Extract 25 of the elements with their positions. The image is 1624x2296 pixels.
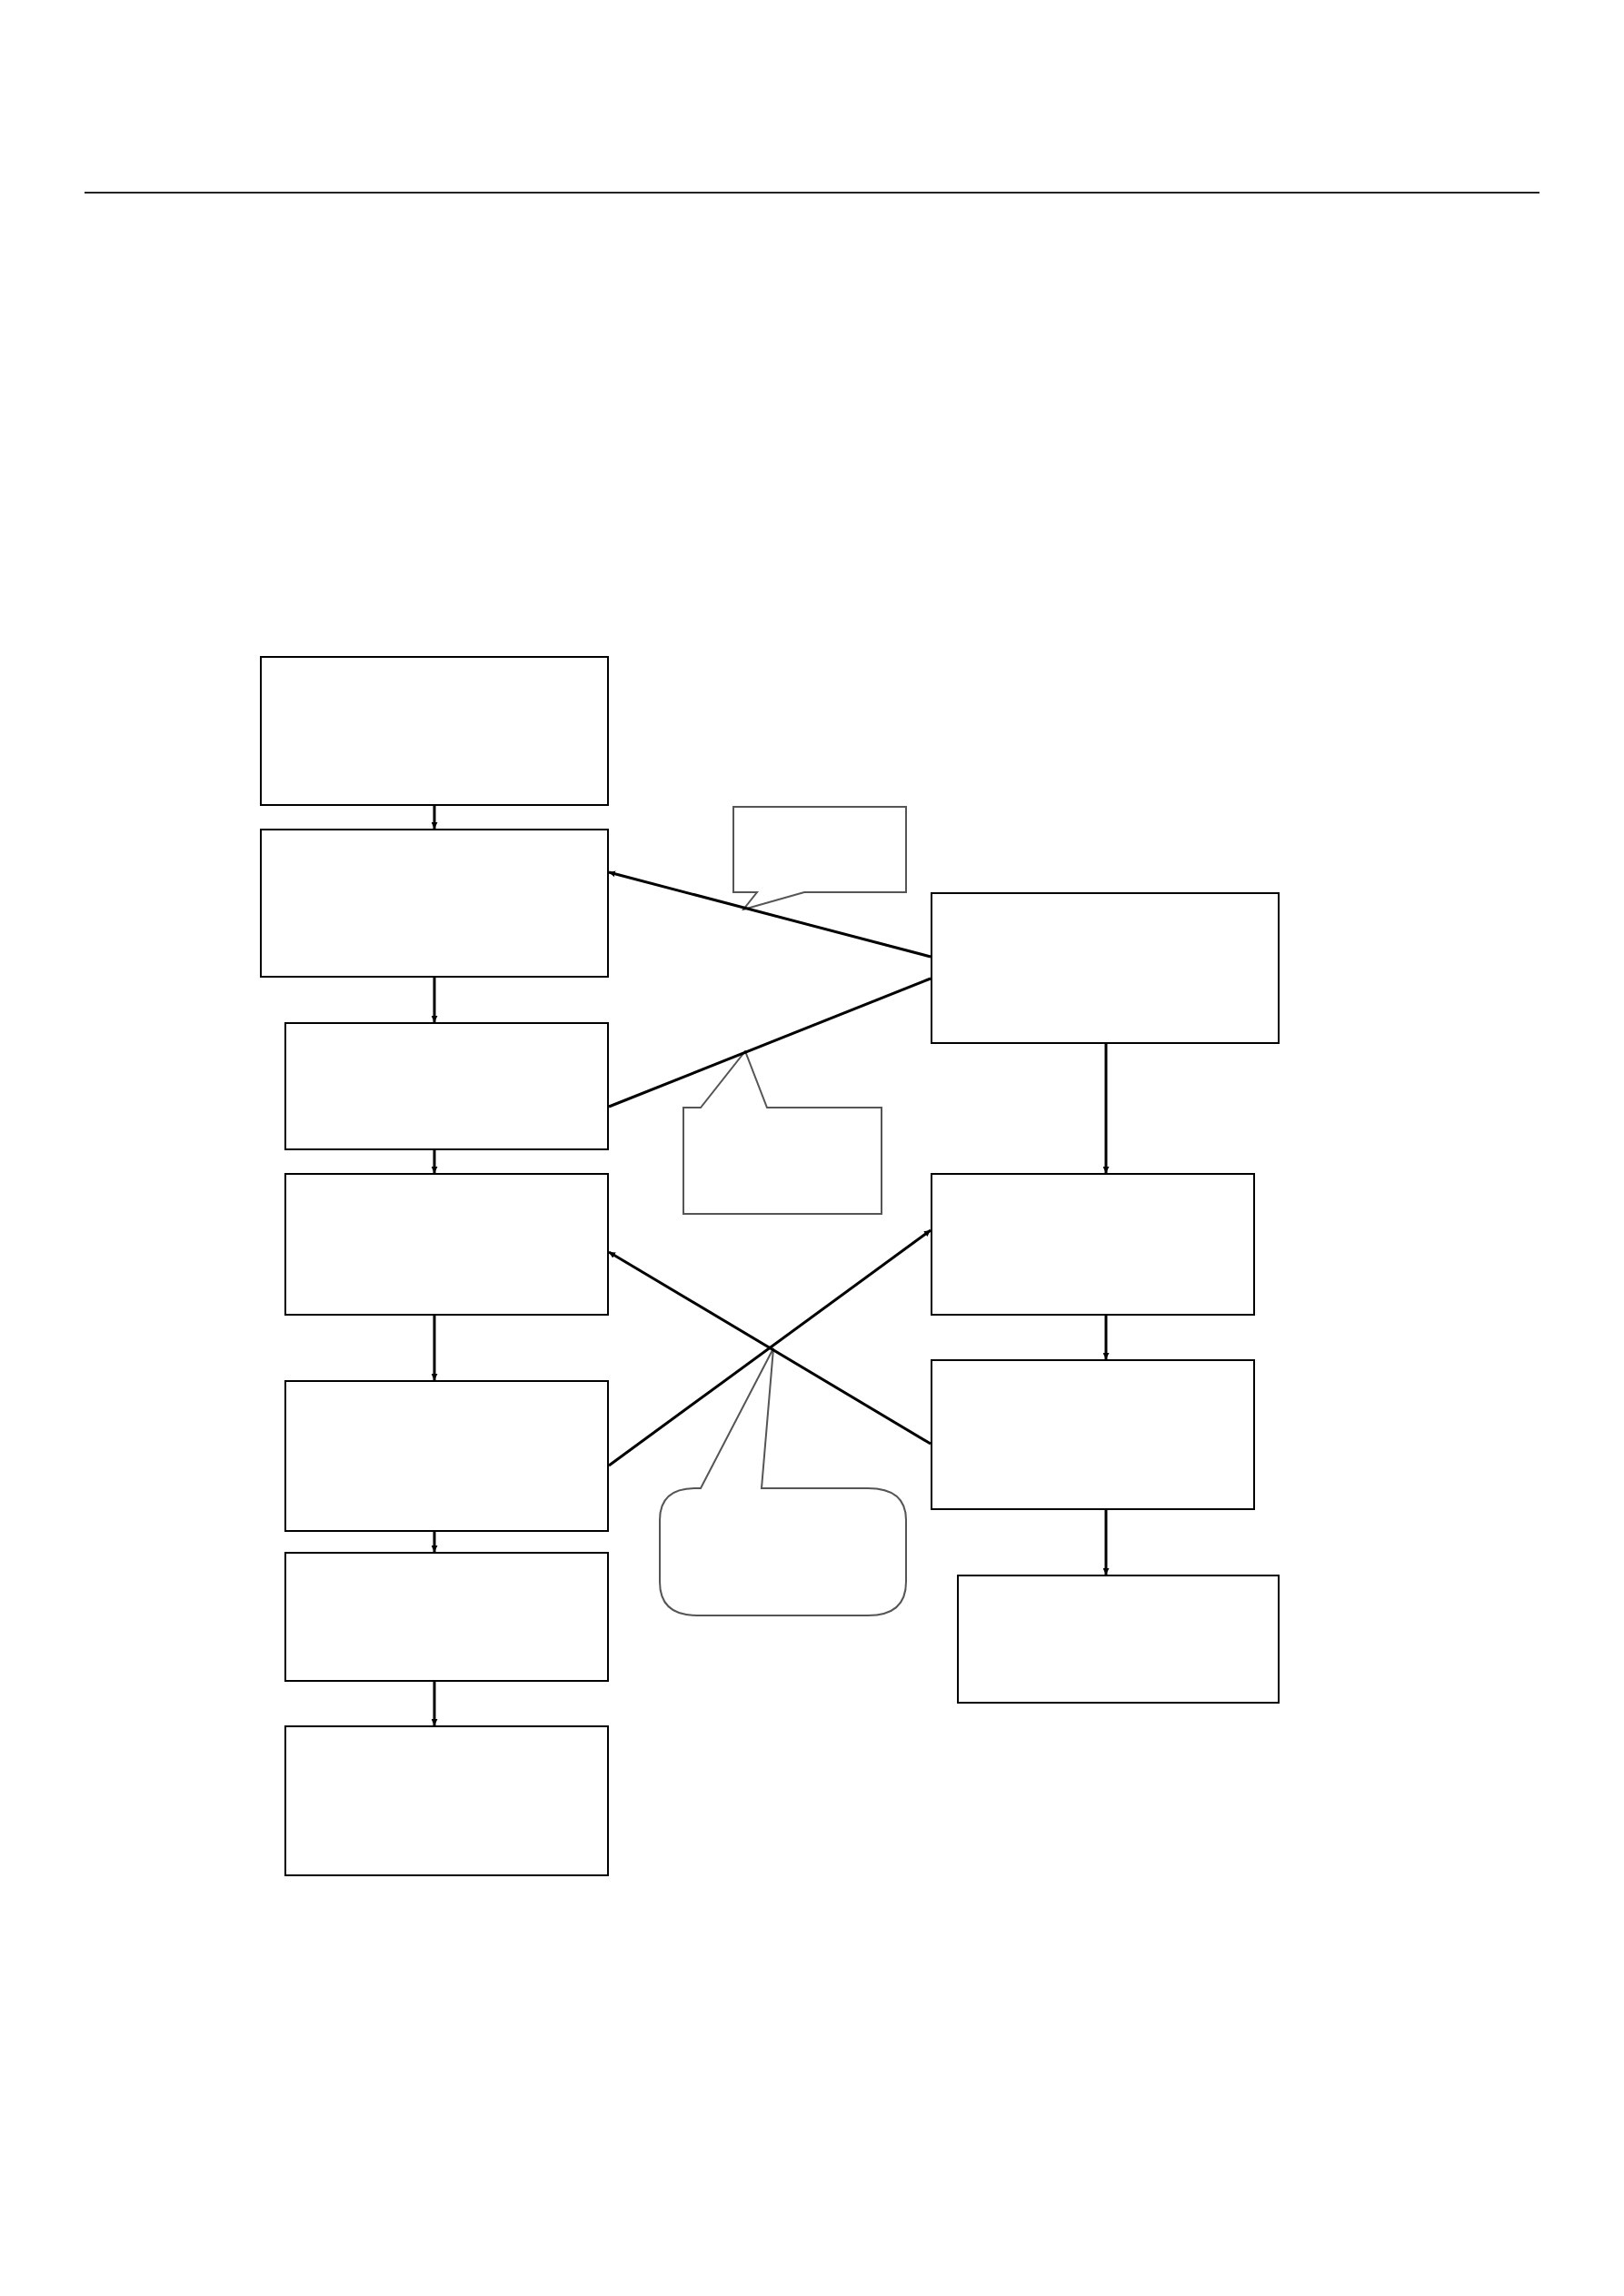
speech-bubble: [732, 806, 907, 910]
arrow: [1102, 1316, 1110, 1359]
process-box: [284, 1552, 609, 1682]
arrow: [431, 1150, 438, 1173]
process-box: [284, 1380, 609, 1532]
arrow: [1102, 1510, 1110, 1575]
speech-bubble: [682, 1050, 882, 1215]
arrow: [431, 1532, 438, 1552]
arrow: [431, 1682, 438, 1725]
process-box: [284, 1173, 609, 1316]
arrow: [608, 1228, 932, 1467]
process-box: [931, 1173, 1255, 1316]
process-box: [260, 829, 609, 978]
process-box: [931, 1359, 1255, 1510]
process-box: [957, 1575, 1280, 1704]
arrow: [431, 806, 438, 829]
arrow: [608, 870, 932, 959]
process-box: [931, 892, 1280, 1044]
arrow: [608, 1250, 932, 1446]
process-box: [260, 656, 609, 806]
process-box: [284, 1022, 609, 1150]
arrow: [431, 978, 438, 1022]
arrow: [1102, 1044, 1110, 1173]
process-box: [284, 1725, 609, 1876]
arrow: [431, 1316, 438, 1380]
